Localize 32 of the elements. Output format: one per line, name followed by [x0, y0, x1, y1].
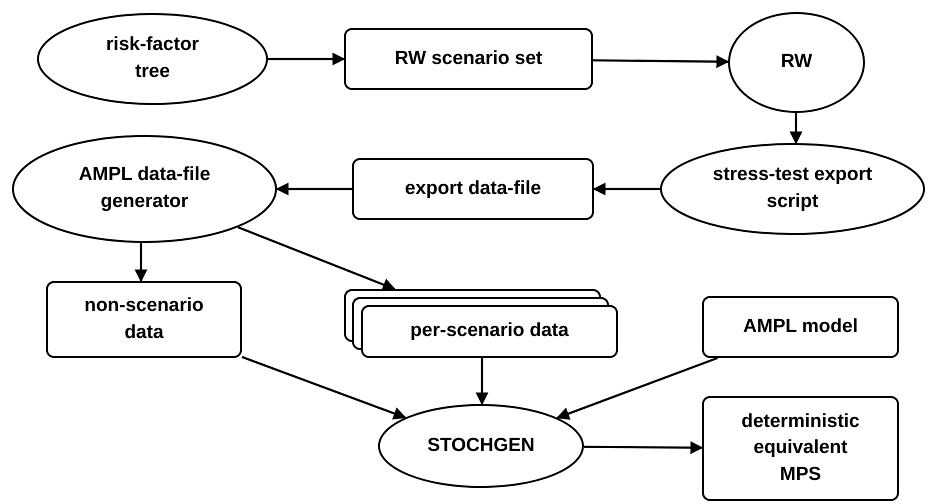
arrow: [268, 52, 346, 66]
node-label: risk-factor tree: [105, 33, 200, 84]
process-ellipse: [660, 143, 925, 235]
arrow: [238, 226, 396, 291]
process-ellipse: [12, 135, 277, 243]
node-label: RW scenario set: [394, 46, 542, 71]
node-label: STOCHGEN: [427, 434, 535, 458]
process-box: [702, 396, 899, 501]
arrow: [242, 356, 406, 420]
arrow: [584, 441, 704, 454]
process-box: [344, 28, 593, 90]
process-box: [352, 158, 594, 220]
node-label: AMPL data-file generator: [78, 163, 212, 214]
node-label: stress-test export script: [712, 163, 874, 214]
arrow: [134, 242, 148, 282]
process-ellipse: [378, 404, 584, 488]
arrow: [592, 182, 660, 196]
process-ellipse: [37, 13, 268, 105]
box-label: per-scenario data: [410, 319, 569, 344]
node-label: AMPL model: [743, 314, 858, 339]
node-label: deterministic equivalent MPS: [740, 410, 861, 487]
arrow: [592, 55, 730, 68]
process-box: [702, 296, 899, 358]
process-box: [46, 281, 242, 358]
node-label: non-scenario data: [83, 294, 205, 344]
node-label: export data-file: [404, 176, 542, 201]
arrow: [476, 358, 488, 406]
process-ellipse: [728, 12, 865, 113]
node-label: RW: [780, 50, 812, 74]
arrow: [556, 356, 718, 420]
arrow: [790, 113, 802, 144]
arrow: [276, 182, 352, 196]
